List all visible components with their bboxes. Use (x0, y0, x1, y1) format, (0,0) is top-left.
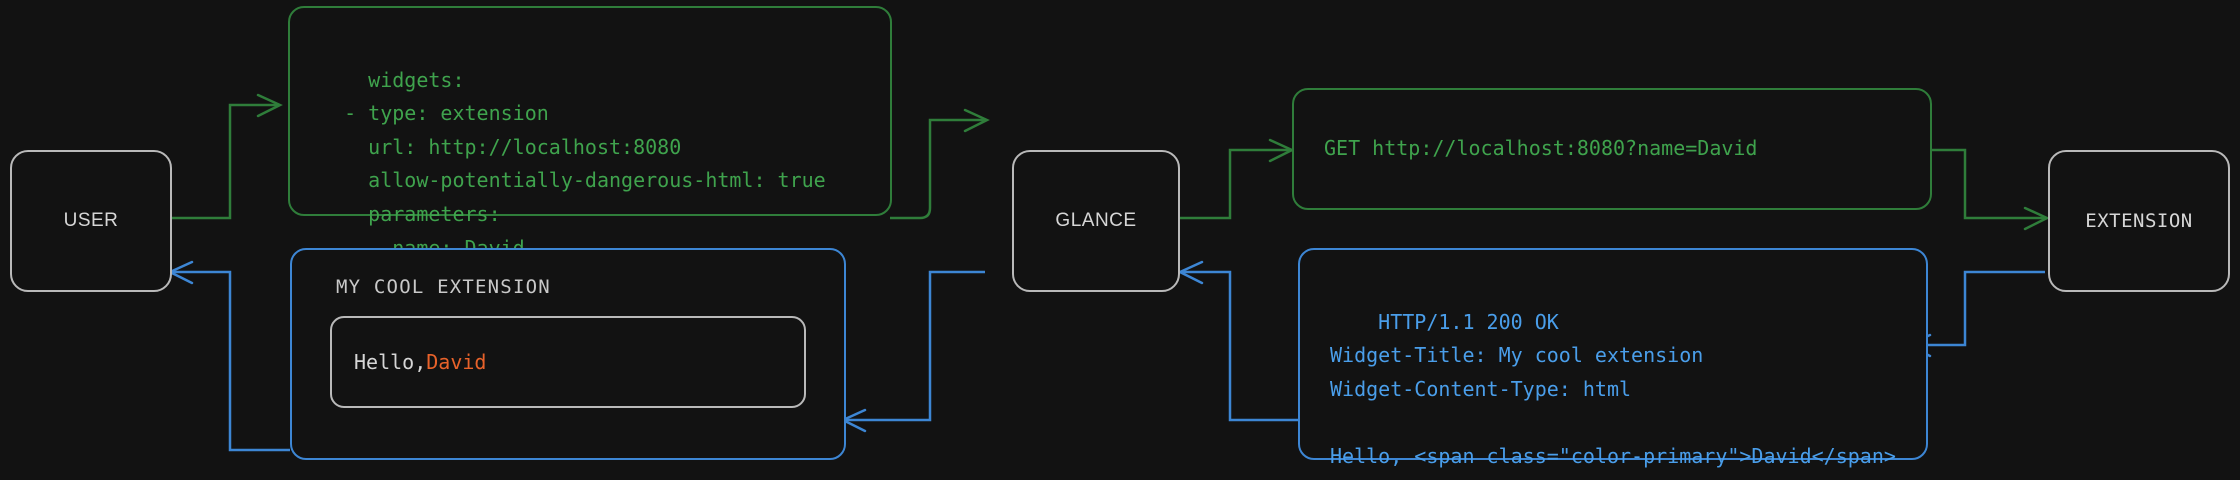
http-request-box: GET http://localhost:8080?name=David (1292, 88, 1932, 210)
http-response-box: HTTP/1.1 200 OK Widget-Title: My cool ex… (1298, 248, 1928, 468)
wire-glance-to-widget (845, 270, 985, 422)
widget-preview-title: MY COOL EXTENSION (336, 276, 551, 298)
node-glance[interactable]: GLANCE (1012, 150, 1180, 292)
wire-glance-to-request (1180, 148, 1290, 220)
arrowhead-extension-in (2023, 206, 2050, 231)
node-user[interactable]: USER (10, 150, 172, 292)
http-response-text: HTTP/1.1 200 OK Widget-Title: My cool ex… (1330, 309, 1896, 468)
widget-preview-body: Hello, David (330, 316, 806, 408)
config-yaml-box: widgets: - type: extension url: http://l… (288, 6, 892, 260)
arrowhead-request-in (1268, 138, 1295, 163)
wire-response-to-glance (1182, 270, 1300, 422)
wire-user-to-config (170, 103, 278, 220)
arrowhead-config-in (256, 93, 283, 118)
node-extension-label: EXTENSION (2085, 210, 2193, 232)
widget-greeting-name: David (426, 350, 487, 374)
widget-greeting-prefix: Hello, (354, 350, 427, 374)
wire-config-to-glance (890, 118, 985, 220)
wire-widget-to-user (172, 270, 290, 452)
arrowhead-user-in (167, 260, 194, 285)
arrowhead-glance-in (963, 108, 990, 133)
widget-preview-panel: MY COOL EXTENSION Hello, David (290, 248, 846, 460)
wire-request-to-extension (1930, 148, 2045, 220)
arrowhead-glance-back-in (1177, 260, 1204, 285)
node-user-label: USER (63, 210, 119, 231)
node-glance-label: GLANCE (1055, 210, 1137, 231)
http-request-text: GET http://localhost:8080?name=David (1324, 136, 1758, 161)
arrowhead-widget-in (840, 408, 867, 433)
wire-extension-to-response (1910, 270, 2045, 347)
node-extension[interactable]: EXTENSION (2048, 150, 2230, 292)
config-yaml-text: widgets: - type: extension url: http://l… (344, 67, 826, 260)
